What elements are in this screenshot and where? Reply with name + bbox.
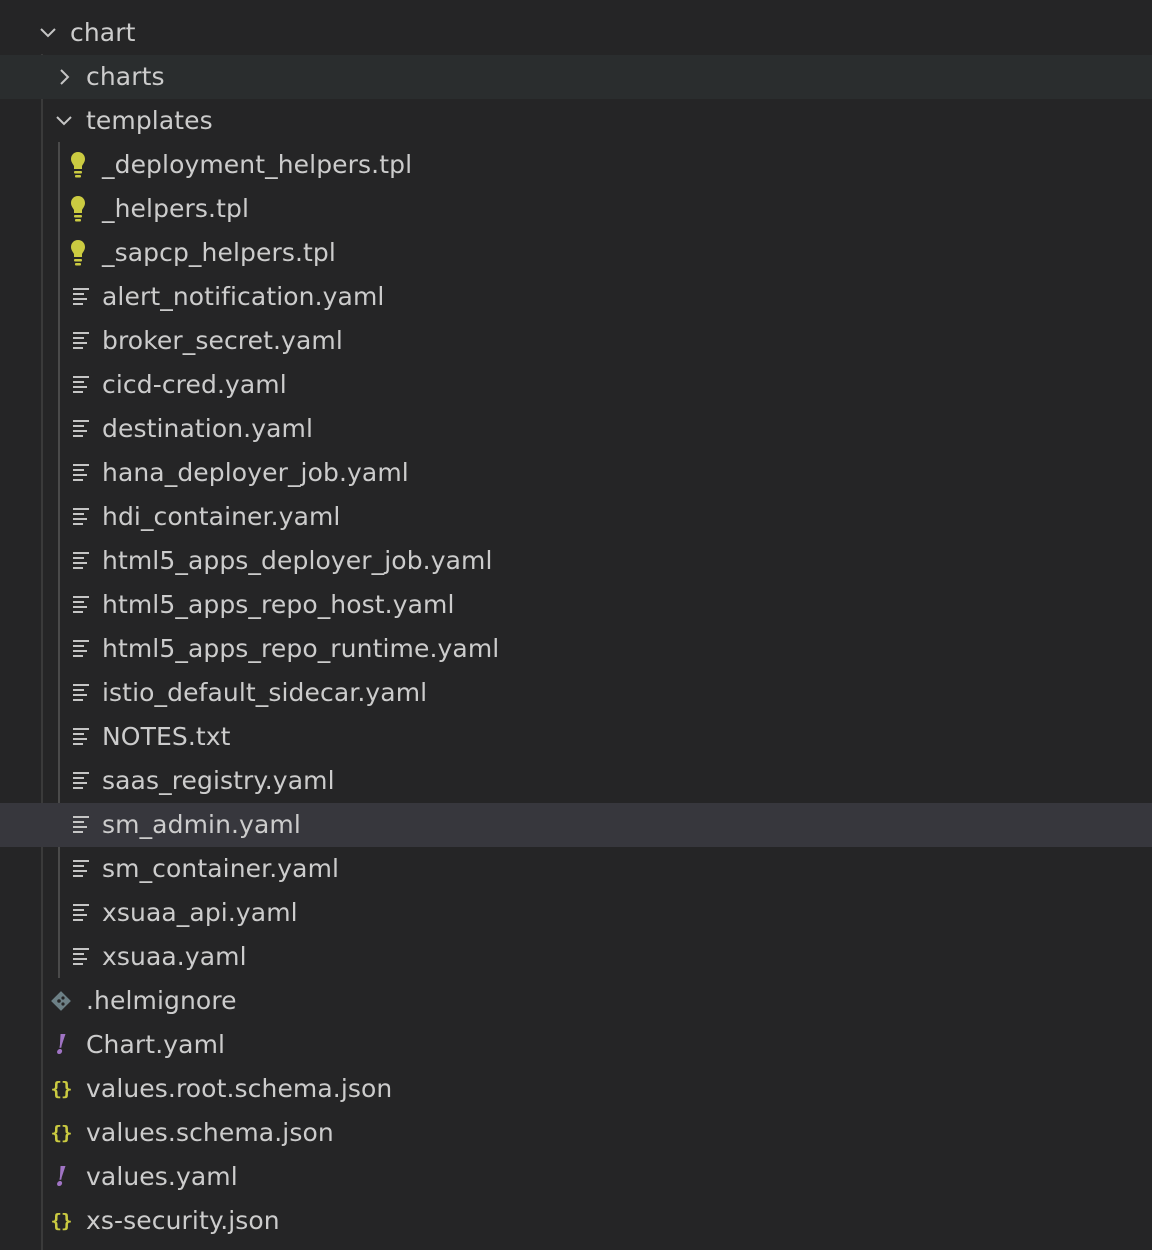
text-lines-icon bbox=[70, 371, 92, 399]
file-label: cicd-cred.yaml bbox=[102, 370, 287, 399]
chevron-down-icon bbox=[53, 110, 75, 132]
file-row[interactable]: _deployment_helpers.tpl bbox=[0, 143, 1152, 187]
file-label: values.yaml bbox=[86, 1162, 238, 1191]
lightbulb-icon bbox=[67, 239, 89, 267]
file-row[interactable]: hdi_container.yaml bbox=[0, 495, 1152, 539]
file-row[interactable]: istio_default_sidecar.yaml bbox=[0, 671, 1152, 715]
text-lines-icon bbox=[70, 547, 92, 575]
file-row[interactable]: {} values.schema.json bbox=[0, 1111, 1152, 1155]
file-row[interactable]: _helpers.tpl bbox=[0, 187, 1152, 231]
folder-label: templates bbox=[86, 106, 213, 135]
text-lines-icon bbox=[70, 415, 92, 443]
folder-row-templates[interactable]: templates bbox=[0, 99, 1152, 143]
file-label: _helpers.tpl bbox=[102, 194, 249, 223]
json-braces-icon: {} bbox=[50, 1122, 73, 1144]
file-label: sm_admin.yaml bbox=[102, 810, 301, 839]
chevron-right-icon bbox=[54, 66, 76, 88]
text-lines-icon bbox=[70, 283, 92, 311]
file-row[interactable]: cicd-cred.yaml bbox=[0, 363, 1152, 407]
file-row[interactable]: html5_apps_deployer_job.yaml bbox=[0, 539, 1152, 583]
text-lines-icon bbox=[70, 503, 92, 531]
file-row[interactable]: alert_notification.yaml bbox=[0, 275, 1152, 319]
file-row[interactable]: xsuaa_api.yaml bbox=[0, 891, 1152, 935]
indent-guide-templates bbox=[58, 142, 60, 978]
text-lines-icon bbox=[70, 767, 92, 795]
text-lines-icon bbox=[70, 591, 92, 619]
folder-row-chart[interactable]: chart bbox=[0, 11, 1152, 55]
file-row[interactable]: hana_deployer_job.yaml bbox=[0, 451, 1152, 495]
file-label: NOTES.txt bbox=[102, 722, 231, 751]
file-label: _sapcp_helpers.tpl bbox=[102, 238, 336, 267]
file-label: html5_apps_repo_host.yaml bbox=[102, 590, 455, 619]
indent-guide-root bbox=[41, 54, 43, 1250]
file-label: values.root.schema.json bbox=[86, 1074, 393, 1103]
text-lines-icon bbox=[70, 679, 92, 707]
file-row[interactable]: _sapcp_helpers.tpl bbox=[0, 231, 1152, 275]
json-braces-icon: {} bbox=[50, 1210, 73, 1232]
file-row[interactable]: {} xs-security.json bbox=[0, 1199, 1152, 1243]
file-label: xsuaa_api.yaml bbox=[102, 898, 298, 927]
text-lines-icon bbox=[70, 327, 92, 355]
text-lines-icon bbox=[70, 635, 92, 663]
lightbulb-icon bbox=[67, 151, 89, 179]
file-row[interactable]: {} values.root.schema.json bbox=[0, 1067, 1152, 1111]
file-row[interactable]: xsuaa.yaml bbox=[0, 935, 1152, 979]
exclamation-icon: ! bbox=[55, 1161, 67, 1193]
json-braces-icon: {} bbox=[50, 1078, 73, 1100]
text-lines-icon bbox=[70, 723, 92, 751]
file-row-selected[interactable]: sm_admin.yaml bbox=[0, 803, 1152, 847]
folder-label: charts bbox=[86, 62, 165, 91]
file-label: sm_container.yaml bbox=[102, 854, 340, 883]
file-label: hdi_container.yaml bbox=[102, 502, 341, 531]
file-label: alert_notification.yaml bbox=[102, 282, 385, 311]
file-row[interactable]: NOTES.txt bbox=[0, 715, 1152, 759]
file-label: hana_deployer_job.yaml bbox=[102, 458, 409, 487]
file-label: _deployment_helpers.tpl bbox=[102, 150, 413, 179]
text-lines-icon bbox=[70, 855, 92, 883]
file-label: xs-security.json bbox=[86, 1206, 280, 1235]
lightbulb-icon bbox=[67, 195, 89, 223]
text-lines-icon bbox=[70, 459, 92, 487]
file-row[interactable]: broker_secret.yaml bbox=[0, 319, 1152, 363]
file-label: istio_default_sidecar.yaml bbox=[102, 678, 428, 707]
text-lines-icon bbox=[70, 943, 92, 971]
file-label: html5_apps_deployer_job.yaml bbox=[102, 546, 493, 575]
file-label: html5_apps_repo_runtime.yaml bbox=[102, 634, 500, 663]
file-label: values.schema.json bbox=[86, 1118, 334, 1147]
file-label: destination.yaml bbox=[102, 414, 314, 443]
git-diamond-icon bbox=[50, 987, 72, 1015]
file-row[interactable]: ! Chart.yaml bbox=[0, 1023, 1152, 1067]
file-row[interactable]: saas_registry.yaml bbox=[0, 759, 1152, 803]
text-lines-icon bbox=[70, 899, 92, 927]
file-row[interactable]: html5_apps_repo_host.yaml bbox=[0, 583, 1152, 627]
text-lines-icon bbox=[70, 811, 92, 839]
file-row[interactable]: ! values.yaml bbox=[0, 1155, 1152, 1199]
file-label: xsuaa.yaml bbox=[102, 942, 247, 971]
file-label: saas_registry.yaml bbox=[102, 766, 335, 795]
file-row[interactable]: html5_apps_repo_runtime.yaml bbox=[0, 627, 1152, 671]
file-label: .helmignore bbox=[86, 986, 237, 1015]
folder-row-charts[interactable]: charts bbox=[0, 55, 1152, 99]
file-row[interactable]: sm_container.yaml bbox=[0, 847, 1152, 891]
file-row[interactable]: .helmignore bbox=[0, 979, 1152, 1023]
file-row[interactable]: destination.yaml bbox=[0, 407, 1152, 451]
chevron-down-icon bbox=[37, 22, 59, 44]
folder-label: chart bbox=[70, 18, 136, 47]
file-label: broker_secret.yaml bbox=[102, 326, 343, 355]
file-label: Chart.yaml bbox=[86, 1030, 226, 1059]
exclamation-icon: ! bbox=[55, 1029, 67, 1061]
